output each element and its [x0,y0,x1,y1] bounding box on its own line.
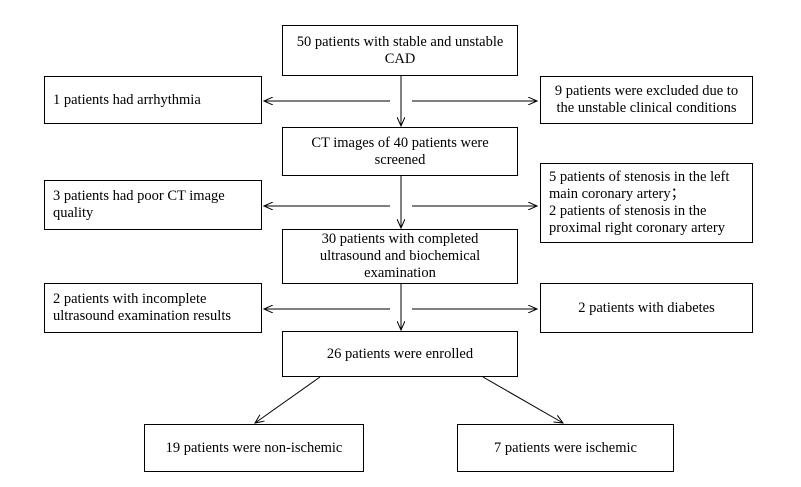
box-excl-ct-quality: 3 patients had poor CT image quality [44,180,262,230]
box-completed-exam: 30 patients with completed ultrasound an… [282,229,518,284]
box-excl-unstable: 9 patients were excluded due to the unst… [540,76,753,124]
box-excl-stenosis: 5 patients of stenosis in the left main … [540,163,753,243]
box-ct-screened: CT images of 40 patients were screened [282,127,518,176]
arrow-to-ischemic [482,376,563,423]
box-excl-diabetes: 2 patients with diabetes [540,283,753,333]
box-non-ischemic: 19 patients were non-ischemic [144,424,364,472]
box-start: 50 patients with stable and unstable CAD [282,25,518,76]
arrow-to-non-ischemic [255,376,321,423]
box-excl-incomplete-us: 2 patients with incomplete ultrasound ex… [44,283,262,333]
box-excl-arrhythmia: 1 patients had arrhythmia [44,76,262,124]
box-enrolled: 26 patients were enrolled [282,331,518,377]
box-ischemic: 7 patients were ischemic [457,424,674,472]
